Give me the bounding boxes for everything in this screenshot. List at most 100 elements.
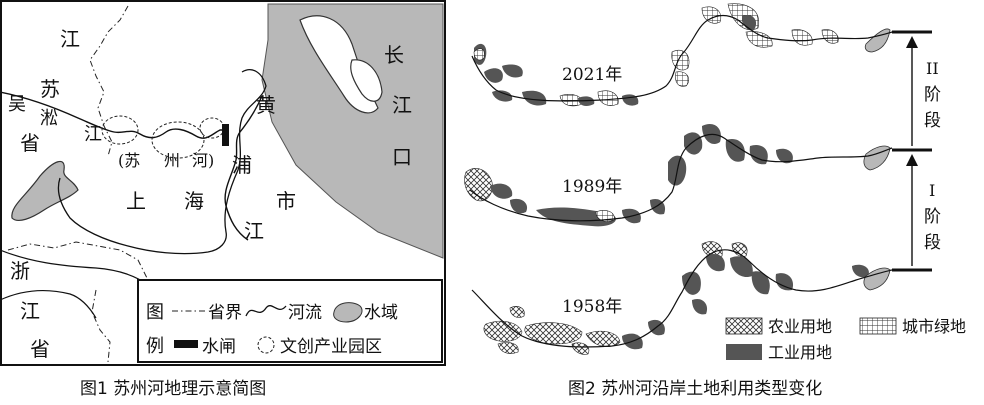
label-shanghai: 上 bbox=[126, 189, 146, 213]
stage-arrowhead bbox=[906, 154, 918, 166]
patch-agri bbox=[571, 342, 590, 355]
patch-industrial bbox=[775, 273, 794, 291]
figure-1-caption: 图1 苏州河地理示意简图 bbox=[80, 379, 267, 399]
patch-agri bbox=[497, 342, 519, 354]
label-huangpu: 浦 bbox=[232, 153, 252, 177]
legend-industrial-symbol bbox=[726, 344, 762, 360]
legend-river-label: 河流 bbox=[288, 303, 322, 323]
stage-markers bbox=[892, 30, 948, 272]
patch-green bbox=[597, 90, 619, 106]
stage-2-label: 段 bbox=[924, 111, 941, 131]
stage-1-number: I bbox=[929, 181, 935, 200]
legend-water-label: 水域 bbox=[364, 303, 398, 323]
patch-industrial bbox=[692, 298, 708, 315]
year-label-2021: 2021年 bbox=[562, 65, 622, 85]
patch-agri bbox=[524, 322, 583, 345]
patch-agri bbox=[701, 241, 723, 258]
sluice bbox=[222, 124, 229, 146]
label-wusong: 吴 bbox=[8, 94, 26, 115]
label-wusong: 淞 bbox=[40, 108, 58, 129]
legend-title: 例 bbox=[146, 336, 164, 357]
label-wusong: 江 bbox=[84, 124, 102, 145]
patch-green bbox=[595, 210, 615, 222]
legend-industrial-label: 工业用地 bbox=[768, 343, 832, 362]
legend-sluice-symbol bbox=[174, 340, 198, 348]
island bbox=[350, 59, 383, 102]
label-zhejiang: 江 bbox=[20, 299, 40, 323]
patch-water bbox=[863, 145, 891, 171]
legend-agri-symbol bbox=[725, 317, 763, 335]
patch-green bbox=[675, 71, 689, 87]
land-use-legend: 农业用地 城市绿地 工业用地 bbox=[725, 317, 966, 362]
stage-arrowhead bbox=[906, 36, 918, 48]
patch-industrial bbox=[522, 90, 547, 106]
label-suzhou-river: (苏 bbox=[118, 151, 140, 170]
patch-industrial bbox=[484, 68, 503, 83]
patch-agri bbox=[731, 242, 748, 257]
label-changjiang: 口 bbox=[392, 145, 412, 169]
patch-agri bbox=[464, 168, 493, 202]
legend-green-label: 城市绿地 bbox=[902, 317, 966, 336]
patch-green bbox=[671, 49, 690, 71]
patch-industrial bbox=[492, 90, 513, 102]
patch-industrial bbox=[852, 264, 869, 278]
strip-1989 bbox=[464, 123, 893, 227]
patch-industrial bbox=[776, 148, 793, 164]
patch-industrial bbox=[510, 198, 528, 214]
province-border bbox=[89, 5, 129, 157]
stage-2-label: 阶 bbox=[924, 85, 941, 105]
legend-park-symbol bbox=[257, 336, 275, 354]
label-jiangsu: 江 bbox=[60, 27, 80, 51]
label-shanghai: 市 bbox=[276, 189, 296, 213]
patch-industrial bbox=[730, 256, 753, 278]
label-changjiang: 长 bbox=[384, 43, 404, 67]
patch-green bbox=[701, 6, 722, 24]
patch-industrial bbox=[684, 132, 703, 155]
patch-green bbox=[745, 31, 773, 48]
riverbank-line bbox=[471, 14, 893, 102]
patch-industrial bbox=[751, 271, 770, 295]
shanghai-boundary bbox=[57, 69, 267, 255]
label-jiangsu: 苏 bbox=[40, 77, 60, 101]
patch-industrial bbox=[490, 183, 513, 199]
province-border bbox=[7, 241, 149, 281]
label-jiangsu: 省 bbox=[20, 131, 40, 155]
figure-2-caption: 图2 苏州河沿岸土地利用类型变化 bbox=[568, 379, 823, 399]
legend-title: 图 bbox=[146, 302, 164, 323]
legend-water-symbol bbox=[333, 302, 363, 323]
label-changjiang: 江 bbox=[392, 93, 412, 117]
patch-industrial bbox=[706, 253, 725, 272]
legend-river-symbol bbox=[245, 305, 287, 317]
label-suzhou-river: 州 bbox=[164, 151, 180, 170]
suzhou-river bbox=[0, 91, 228, 139]
label-zhejiang: 浙 bbox=[10, 259, 30, 283]
patch-water bbox=[864, 28, 891, 53]
legend-agri-label: 农业用地 bbox=[768, 317, 832, 336]
map-legend-box bbox=[137, 279, 443, 363]
label-huangpu: 江 bbox=[244, 219, 264, 243]
patch-agri bbox=[585, 330, 621, 347]
patch-industrial bbox=[749, 144, 768, 165]
patch-industrial bbox=[502, 64, 523, 78]
strip-1958 bbox=[471, 241, 893, 355]
riverbank-line bbox=[471, 249, 893, 348]
patch-agri bbox=[509, 306, 525, 318]
label-huangpu: 黄 bbox=[256, 93, 276, 117]
patch-green bbox=[821, 29, 839, 44]
patch-green bbox=[791, 29, 813, 46]
patch-agri bbox=[483, 320, 523, 342]
culture-park bbox=[101, 115, 139, 145]
stage-1-label: 阶 bbox=[924, 207, 941, 227]
patch-green bbox=[473, 48, 485, 61]
huangpu-river bbox=[224, 95, 263, 241]
patch-industrial bbox=[725, 138, 745, 162]
patch-industrial bbox=[682, 271, 701, 295]
label-zhejiang: 省 bbox=[30, 337, 50, 361]
yangtze-water bbox=[261, 3, 444, 259]
stage-2-number: II bbox=[926, 59, 939, 78]
legend-green-symbol bbox=[859, 317, 897, 335]
strip-2021 bbox=[471, 3, 893, 107]
map-frame bbox=[0, 0, 446, 366]
legend-park-label: 文创产业园区 bbox=[280, 337, 382, 357]
label-suzhou-river: 河) bbox=[192, 151, 214, 170]
